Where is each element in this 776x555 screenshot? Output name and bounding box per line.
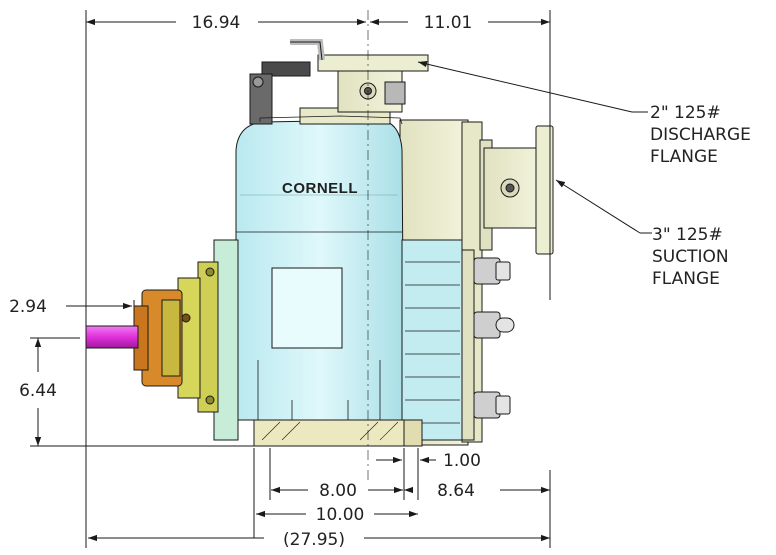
discharge-flange [249, 39, 429, 125]
base-feet [253, 419, 423, 447]
callout-suction-line-1: 3" 125# [652, 225, 723, 245]
dim-top-right: 11.01 [424, 13, 473, 33]
brand-label: CORNELL [282, 180, 358, 197]
callout-discharge-line-2: DISCHARGE [650, 125, 751, 145]
suction-flange [483, 125, 554, 255]
callout-suction-line-2: SUCTION [652, 247, 729, 267]
callout-discharge-line-3: FLANGE [650, 147, 718, 167]
dim-shaft-length: 2.94 [9, 297, 47, 317]
casing-ribs [401, 239, 475, 441]
dim-overall: (27.95) [283, 530, 345, 550]
callout-suction: 3" 125# SUCTION FLANGE [652, 225, 729, 289]
volute-housing [235, 119, 405, 423]
dim-foot-offset: 1.00 [443, 451, 481, 471]
drain-plugs [473, 257, 515, 419]
callout-suction-line-3: FLANGE [652, 269, 720, 289]
dim-base-inner: 8.00 [319, 481, 357, 501]
callout-discharge: 2" 125# DISCHARGE FLANGE [650, 103, 751, 167]
callout-discharge-line-1: 2" 125# [650, 103, 721, 123]
dim-base-outer: 10.00 [316, 505, 365, 525]
motor-adapter [177, 239, 239, 441]
dim-top-left: 16.94 [192, 13, 241, 33]
bearing-housing [133, 289, 191, 387]
dim-shaft-height: 6.44 [19, 381, 57, 401]
dimension-lines [30, 10, 652, 548]
dim-base-right: 8.64 [437, 481, 475, 501]
pump-illustration [85, 10, 554, 480]
drive-shaft [85, 325, 139, 349]
